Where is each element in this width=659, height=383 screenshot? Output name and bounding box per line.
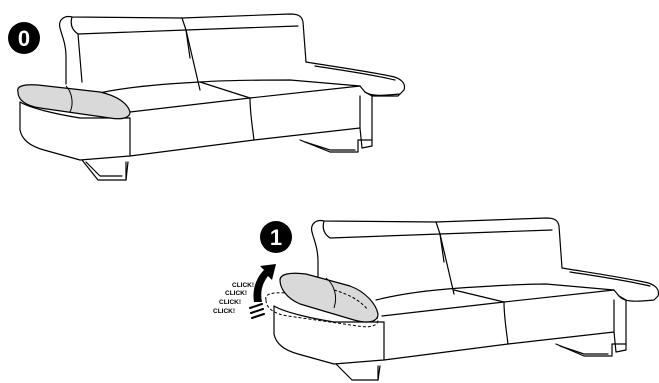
step-1-group: 1 CLICK! CLICK! CLICK! CLICK! — [213, 218, 658, 380]
motion-lines-icon — [250, 304, 264, 318]
step-0-number: 0 — [18, 26, 30, 51]
step-1-badge: 1 — [260, 221, 292, 253]
curved-up-arrow-icon — [253, 264, 276, 302]
click-label: CLICK! — [219, 299, 241, 306]
click-label: CLICK! — [225, 290, 247, 297]
click-label: CLICK! — [213, 308, 235, 315]
step-0-group: 0 — [8, 14, 404, 180]
click-label: CLICK! — [232, 282, 254, 289]
step-0-badge: 0 — [8, 22, 40, 54]
click-labels: CLICK! CLICK! CLICK! CLICK! — [213, 282, 254, 315]
step-1-number: 1 — [270, 225, 282, 250]
